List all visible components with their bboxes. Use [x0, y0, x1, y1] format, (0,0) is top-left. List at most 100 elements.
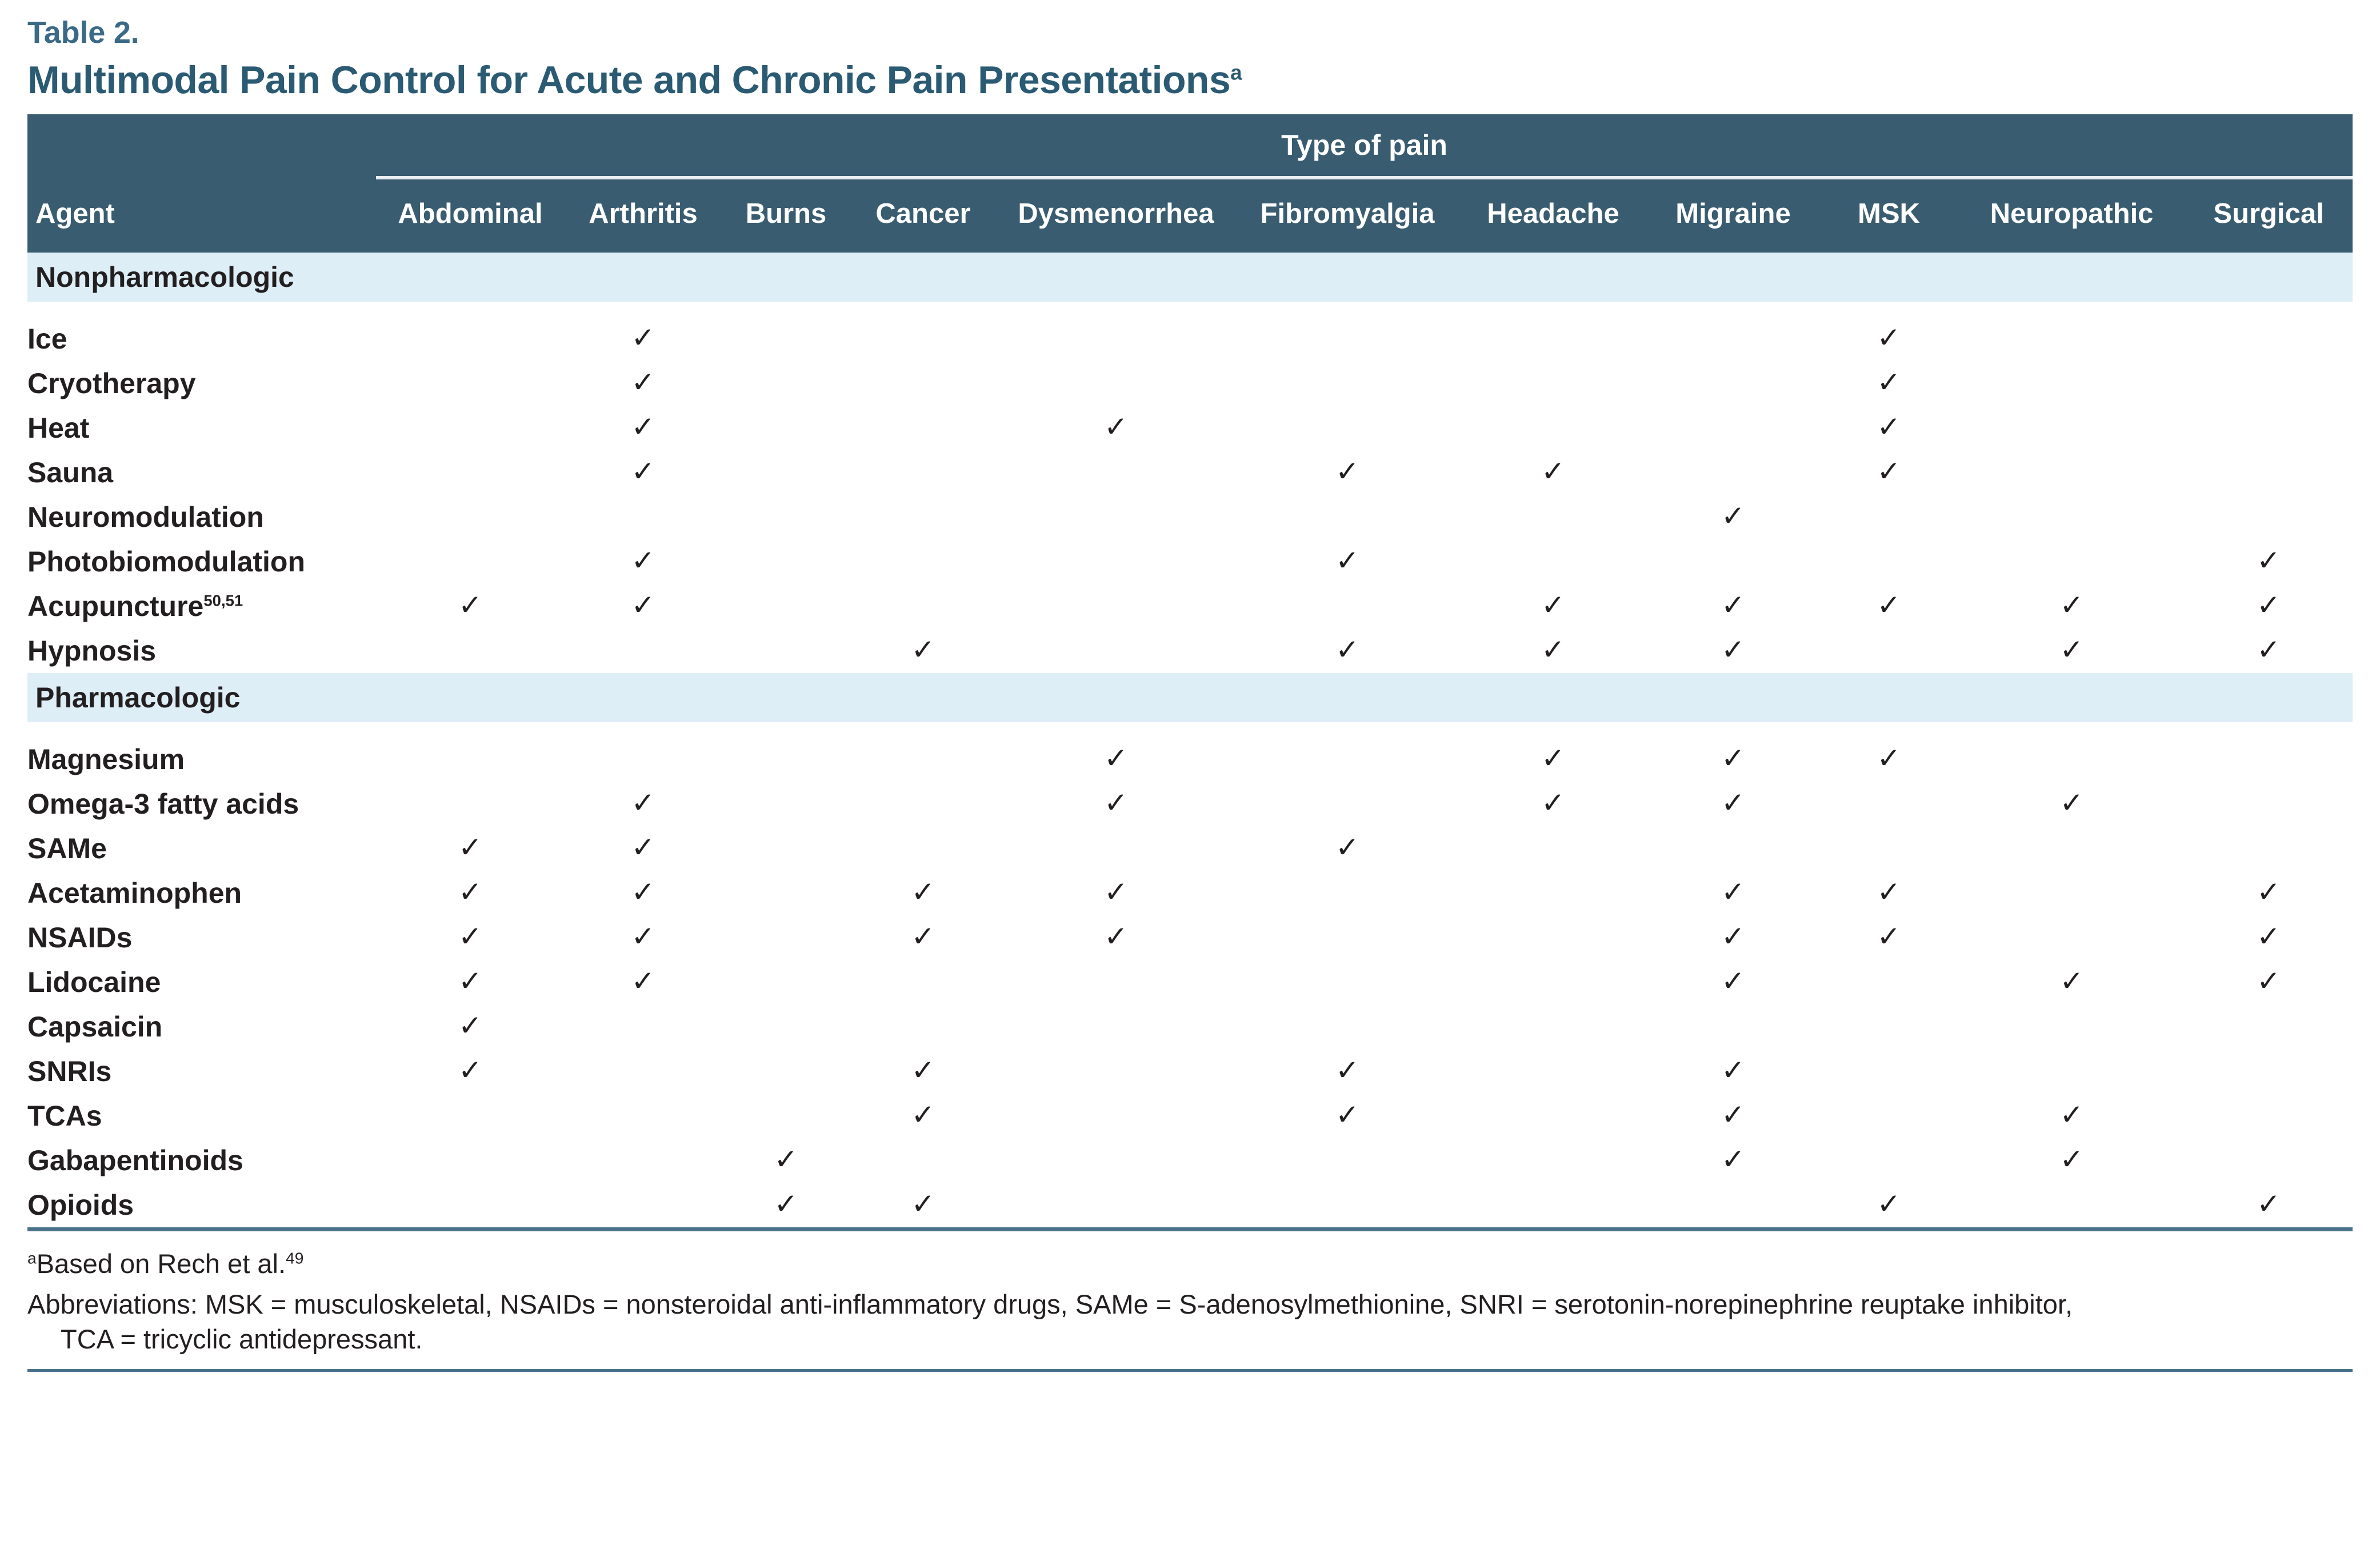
- abbreviations-line-2: TCA = tricyclic antidepressant.: [61, 1324, 423, 1355]
- cell-neuropathic: [1959, 450, 2185, 495]
- cell-fibromyalgia: [1236, 361, 1459, 406]
- checkmark-icon: ✓: [631, 875, 655, 908]
- cell-fibromyalgia: [1236, 495, 1459, 539]
- table-bottom-rule: [27, 1227, 2353, 1231]
- table-row: Cryotherapy✓✓: [27, 361, 2353, 406]
- cell-msk: [1819, 629, 1959, 673]
- cell-headache: [1459, 1183, 1647, 1227]
- cell-arthritis: ✓: [565, 539, 722, 584]
- table-header: Type of pain Agent Abdominal Arthritis B…: [27, 114, 2353, 253]
- page-title-text: Multimodal Pain Control for Acute and Ch…: [27, 58, 1231, 102]
- cell-abdominal: [376, 361, 565, 406]
- table-container: Type of pain Agent Abdominal Arthritis B…: [27, 114, 2353, 1227]
- cell-dysmenorrhea: [996, 960, 1236, 1004]
- cell-headache: [1459, 361, 1647, 406]
- table-row: SAMe✓✓✓: [27, 826, 2353, 871]
- column-header-msk: MSK: [1819, 179, 1959, 253]
- checkmark-icon: ✓: [1877, 455, 1901, 488]
- cell-migraine: [1647, 406, 1819, 450]
- cell-arthritis: [565, 1138, 722, 1183]
- checkmark-icon: ✓: [2257, 1187, 2281, 1220]
- cell-arthritis: ✓: [565, 317, 722, 361]
- table-row: Opioids✓✓✓✓: [27, 1183, 2353, 1227]
- cell-neuropathic: ✓: [1959, 1138, 2185, 1183]
- checkmark-icon: ✓: [1721, 786, 1745, 819]
- table-row: SNRIs✓✓✓✓: [27, 1049, 2353, 1094]
- checkmark-icon: ✓: [1104, 875, 1128, 908]
- cell-fibromyalgia: ✓: [1236, 629, 1459, 673]
- column-header-cancer: Cancer: [850, 179, 996, 253]
- cell-abdominal: [376, 539, 565, 584]
- cell-headache: [1459, 1004, 1647, 1049]
- table-row: TCAs✓✓✓✓: [27, 1094, 2353, 1138]
- cell-neuropathic: [1959, 495, 2185, 539]
- cell-burns: [722, 1004, 850, 1049]
- group-header-blank: [27, 114, 376, 179]
- cell-cancer: [850, 782, 996, 826]
- cell-abdominal: ✓: [376, 915, 565, 960]
- cell-migraine: ✓: [1647, 1138, 1819, 1183]
- cell-msk: [1819, 495, 1959, 539]
- table-row: Sauna✓✓✓✓: [27, 450, 2353, 495]
- cell-burns: [722, 406, 850, 450]
- group-header-underline: [376, 176, 2353, 179]
- cell-neuropathic: ✓: [1959, 584, 2185, 629]
- agent-reference-superscript: 50,51: [203, 591, 243, 610]
- cell-headache: [1459, 871, 1647, 915]
- table-row: Neuromodulation✓: [27, 495, 2353, 539]
- cell-headache: [1459, 826, 1647, 871]
- cell-cancer: ✓: [850, 915, 996, 960]
- cell-surgical: [2185, 1094, 2353, 1138]
- checkmark-icon: ✓: [774, 1143, 798, 1176]
- cell-msk: [1819, 826, 1959, 871]
- cell-cancer: [850, 539, 996, 584]
- footnote-a-text: Based on Rech et al.: [36, 1248, 286, 1279]
- checkmark-icon: ✓: [631, 366, 655, 399]
- cell-burns: [722, 737, 850, 782]
- cell-arthritis: [565, 1049, 722, 1094]
- checkmark-icon: ✓: [1541, 589, 1565, 622]
- cell-abdominal: ✓: [376, 1004, 565, 1049]
- cell-dysmenorrhea: [996, 450, 1236, 495]
- cell-arthritis: [565, 1183, 722, 1227]
- checkmark-icon: ✓: [911, 1098, 935, 1131]
- cell-neuropathic: [1959, 406, 2185, 450]
- cell-burns: [722, 584, 850, 629]
- cell-neuropathic: [1959, 871, 2185, 915]
- cell-fibromyalgia: [1236, 1183, 1459, 1227]
- checkmark-icon: ✓: [631, 831, 655, 864]
- cell-neuropathic: [1959, 826, 2185, 871]
- cell-migraine: [1647, 361, 1819, 406]
- cell-burns: [722, 317, 850, 361]
- column-header-agent: Agent: [27, 179, 376, 253]
- cell-surgical: [2185, 1138, 2353, 1183]
- table-notes: aBased on Rech et al.49 Abbreviations: M…: [27, 1246, 2353, 1356]
- agent-name-cell: Acupuncture50,51: [27, 584, 376, 629]
- cell-burns: [722, 960, 850, 1004]
- cell-burns: [722, 1049, 850, 1094]
- cell-dysmenorrhea: [996, 1138, 1236, 1183]
- checkmark-icon: ✓: [1541, 742, 1565, 775]
- checkmark-icon: ✓: [2059, 633, 2084, 666]
- cell-abdominal: [376, 629, 565, 673]
- column-header-fibromyalgia: Fibromyalgia: [1236, 179, 1459, 253]
- agent-name-cell: Gabapentinoids: [27, 1138, 376, 1183]
- checkmark-icon: ✓: [458, 1009, 482, 1042]
- group-header-label: Type of pain: [1281, 129, 1447, 161]
- table-row: Photobiomodulation✓✓✓: [27, 539, 2353, 584]
- cell-burns: ✓: [722, 1138, 850, 1183]
- cell-arthritis: ✓: [565, 915, 722, 960]
- cell-dysmenorrhea: [996, 629, 1236, 673]
- cell-dysmenorrhea: ✓: [996, 737, 1236, 782]
- cell-burns: [722, 871, 850, 915]
- checkmark-icon: ✓: [911, 1054, 935, 1087]
- checkmark-icon: ✓: [631, 455, 655, 488]
- cell-neuropathic: [1959, 317, 2185, 361]
- abbreviations-note: Abbreviations: MSK = musculoskeletal, NS…: [27, 1287, 2353, 1356]
- agent-name-cell: Lidocaine: [27, 960, 376, 1004]
- checkmark-icon: ✓: [1721, 875, 1745, 908]
- cell-neuropathic: ✓: [1959, 1094, 2185, 1138]
- cell-msk: ✓: [1819, 871, 1959, 915]
- cell-dysmenorrhea: ✓: [996, 915, 1236, 960]
